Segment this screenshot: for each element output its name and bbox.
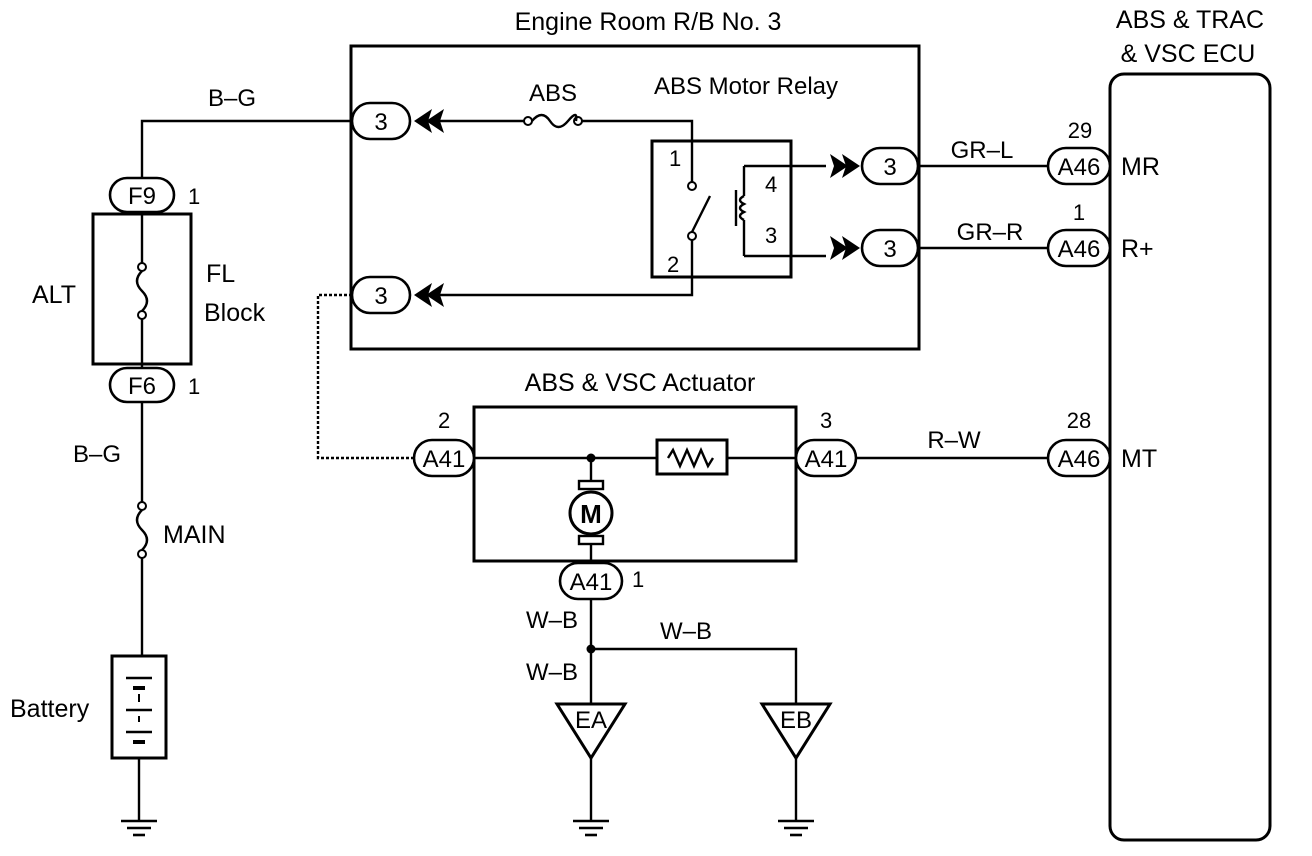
connector-rb-right-bottom-label: 3 [883,236,896,263]
connector-f6-label: F6 [128,373,156,400]
connector-a46-mt-pin: 28 [1067,408,1091,433]
relay-pin-3: 3 [765,223,777,248]
engine-room-relay-block [349,44,921,351]
ecu-terminal-mr: MR [1121,153,1160,181]
relay-pin-4: 4 [765,172,777,197]
connector-a46-rplus [1046,228,1112,268]
relay-switch-contact [687,181,712,241]
abs-motor-relay [650,139,793,279]
wire-label-gr-l: GR–L [951,137,1014,164]
connector-a46-mr [1046,146,1112,186]
abs-motor-relay-label: ABS Motor Relay [654,73,838,100]
ground-icon-ea [573,819,609,837]
connector-f6-pin: 1 [188,374,200,399]
connector-rb-right-top-label: 3 [883,154,896,181]
ecu-label-line2: & VSC ECU [1121,40,1256,68]
wire-label-w-b-3: W–B [526,659,578,686]
relay-block-title: Engine Room R/B No. 3 [515,8,782,36]
main-fuse-icon [135,501,149,559]
wire-label-gr-r: GR–R [957,219,1024,246]
connector-a46-mr-label: A46 [1058,154,1101,181]
ecu-label-line1: ABS & TRAC [1116,6,1264,34]
ground-icon-battery [121,819,157,837]
wire-label-w-b-2: W–B [660,618,712,645]
wire-rb-bottom-to-actuator [316,293,414,460]
ground-point-eb-icon [759,702,833,761]
connector-rb-bottom-label: 3 [374,283,387,310]
wire-fuse-to-relay [582,119,694,182]
fl-block-label-line2: Block [204,299,266,327]
main-fuse-label: MAIN [163,521,226,549]
connector-a41-right-pin: 3 [820,408,832,433]
connector-a41-left-label: A41 [423,446,466,473]
connector-f9-label: F9 [128,183,156,210]
connector-a46-mt-label: A46 [1058,446,1101,473]
connector-a46-mt [1046,438,1112,478]
fl-fuse-icon [135,212,149,368]
connector-a46-rplus-pin: 1 [1073,200,1085,225]
relay-pin-2: 2 [667,252,679,277]
connector-a46-mr-pin: 29 [1068,118,1092,143]
wire-label-b-g-left: B–G [73,441,121,468]
battery-icon [126,676,152,744]
connector-rb-top-label: 3 [374,109,387,136]
ground-icon-eb [778,819,814,837]
fl-block-label-line1: FL [206,260,235,288]
wire-label-w-b-1: W–B [526,607,578,634]
wire-b-g-top [140,119,352,178]
wire-relay-to-rb-bottom [440,240,694,297]
battery-label: Battery [10,695,90,723]
relay-coil-icon [734,166,747,256]
connector-f9-pin: 1 [188,184,200,209]
wire-label-r-w: R–W [927,427,981,454]
connector-a41-bottom-pin: 1 [632,567,644,592]
ecu-terminal-mt: MT [1121,445,1157,473]
motor-symbol-label: M [580,499,602,529]
abs-fuse-label: ABS [529,80,577,107]
rb-terminal-arrows [414,109,860,307]
connector-a41-left-pin: 2 [438,408,450,433]
connector-a41-right-label: A41 [805,446,848,473]
abs-vsc-actuator [472,405,798,563]
ecu-terminal-rplus: R+ [1121,235,1154,263]
wire-junction-to-eb [591,647,798,704]
connector-a41-bottom-label: A41 [570,569,613,596]
abs-fuse-icon [523,113,583,129]
relay-pin-1: 1 [669,146,681,171]
alt-label: ALT [32,281,76,309]
ground-point-ea-label: EA [575,707,607,734]
wire-label-b-g-top: B–G [208,85,256,112]
ground-point-ea-icon [554,702,628,761]
connector-a46-rplus-label: A46 [1058,236,1101,263]
actuator-label: ABS & VSC Actuator [525,369,756,397]
resistor-icon [666,447,715,469]
ground-point-eb-label: EB [780,707,812,734]
